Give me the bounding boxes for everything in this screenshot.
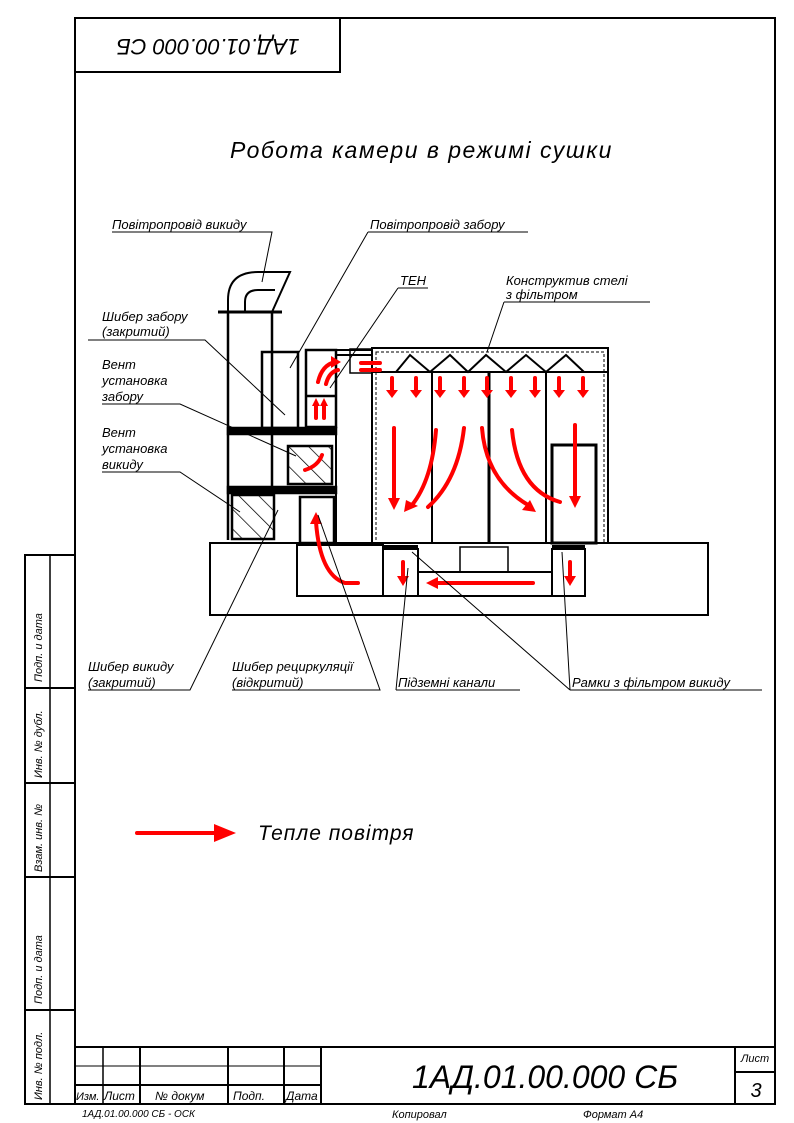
labels: Повітропровід викиду Повітропровід забор… bbox=[88, 217, 731, 690]
side-label: Подп. и дата bbox=[33, 935, 45, 1004]
sheet-label: Лист bbox=[740, 1053, 769, 1065]
legend: Тепле повітря bbox=[135, 822, 415, 845]
label-recirc-damper-2: (відкритий) bbox=[232, 675, 303, 690]
top-stamp-box bbox=[74, 17, 341, 73]
ventilation-units bbox=[218, 271, 373, 545]
label-intake-duct: Повітропровід забору bbox=[370, 217, 506, 232]
header-doc: № докум bbox=[155, 1089, 205, 1103]
footer-doc: 1АД.01.00.000 СБ - ОСК bbox=[82, 1109, 196, 1120]
header-date: Дата bbox=[284, 1089, 318, 1103]
sheet-number: 3 bbox=[750, 1080, 761, 1102]
top-stamp-text: 1АД.01.00.000 СБ bbox=[117, 34, 300, 59]
side-label: Взам. инв. № bbox=[33, 804, 45, 872]
title-block bbox=[74, 1046, 776, 1105]
label-heater: ТЕН bbox=[400, 273, 427, 288]
label-intake-fan-3: забору bbox=[101, 389, 144, 404]
header-sign: Подп. bbox=[233, 1089, 265, 1103]
page-title: Робота камери в режимі сушки bbox=[230, 137, 613, 163]
label-exhaust-duct: Повітропровід викиду bbox=[112, 217, 248, 232]
side-column: Подп. и дата Инв. № дубл. Взам. инв. № П… bbox=[24, 554, 76, 1105]
label-exhaust-fan-3: викиду bbox=[102, 457, 144, 472]
label-exhaust-fan: Вент bbox=[102, 425, 136, 440]
label-intake-damper-2: (закритий) bbox=[102, 324, 170, 339]
label-intake-fan-2: установка bbox=[101, 373, 167, 388]
side-label: Подп. и дата bbox=[33, 613, 45, 682]
leader-lines bbox=[88, 231, 762, 691]
label-exhaust-fan-2: установка bbox=[101, 441, 167, 456]
side-label: Инв. № подл. bbox=[33, 1032, 45, 1100]
foundation bbox=[209, 542, 709, 616]
label-channels: Підземні канали bbox=[398, 675, 495, 690]
footer-copied: Копировал bbox=[392, 1109, 447, 1121]
airflow-arrows bbox=[303, 356, 589, 589]
label-ceiling: Конструктив стелі bbox=[506, 273, 629, 288]
header-list: Лист bbox=[103, 1089, 135, 1103]
label-recirc-damper: Шибер рециркуляції bbox=[232, 659, 355, 674]
sheet-frame bbox=[74, 17, 776, 1105]
label-intake-fan: Вент bbox=[102, 357, 136, 372]
legend-label: Тепле повітря bbox=[258, 822, 415, 845]
label-exhaust-damper-2: (закритий) bbox=[88, 675, 156, 690]
label-ceiling-2: з фільтром bbox=[505, 287, 578, 302]
designation: 1АД.01.00.000 СБ bbox=[412, 1059, 678, 1095]
label-exhaust-damper: Шибер викиду bbox=[88, 659, 175, 674]
label-intake-damper: Шибер забору bbox=[102, 309, 189, 324]
footer-format: Формат А4 bbox=[583, 1109, 643, 1121]
header-izm: Изм. bbox=[76, 1091, 99, 1103]
label-filter-frames: Рамки з фільтром викиду bbox=[572, 675, 731, 690]
cabin bbox=[371, 347, 609, 545]
side-label: Инв. № дубл. bbox=[33, 710, 45, 778]
